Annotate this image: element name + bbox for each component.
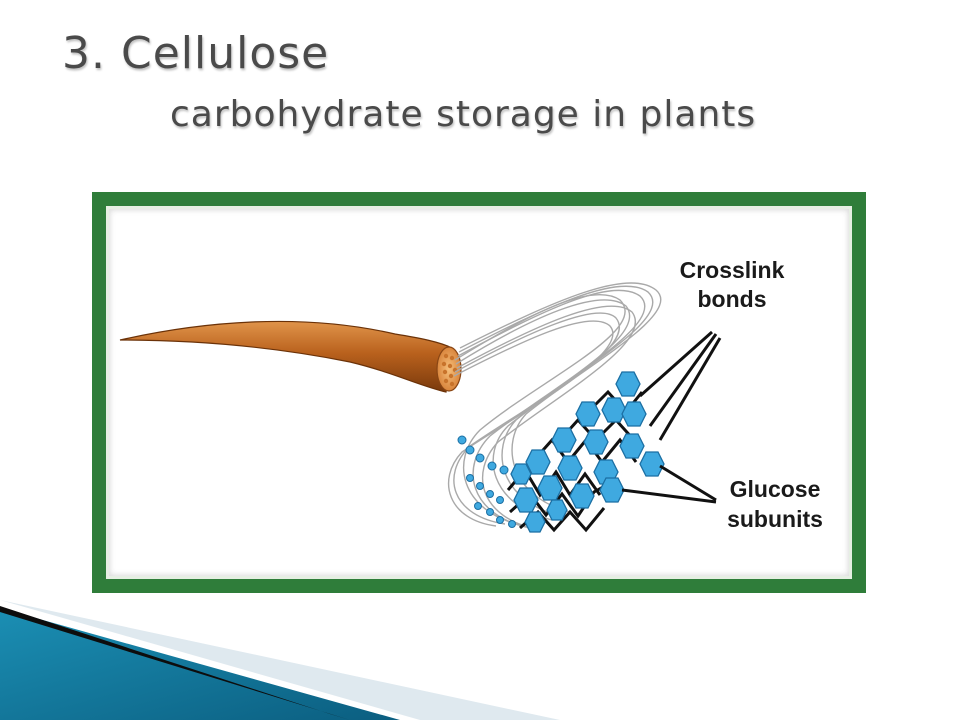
diagram-frame (92, 192, 866, 593)
crosslink-pointer-lines (639, 330, 722, 441)
glucose-label-line2: subunits (727, 506, 823, 532)
cellulose-fiber (119, 320, 453, 393)
crosslink-label-line1: Crosslink (680, 257, 785, 283)
glucose-pointer-lines (621, 464, 717, 504)
glucose-label-line1: Glucose (730, 476, 821, 502)
glucose-subunits (510, 371, 665, 533)
diagram-frame-inner (106, 206, 852, 579)
light-wedge (0, 600, 560, 720)
microfibril-strands (447, 282, 662, 531)
fiber-microfibril-ends (441, 353, 458, 387)
glucose-chain-beads (457, 435, 516, 528)
slide-title: 3. Cellulose (62, 28, 330, 79)
teal-wedge (0, 608, 400, 720)
slide-subtitle: carbohydrate storage in plants (170, 94, 757, 135)
crosslink-label-line2: bonds (698, 286, 767, 312)
